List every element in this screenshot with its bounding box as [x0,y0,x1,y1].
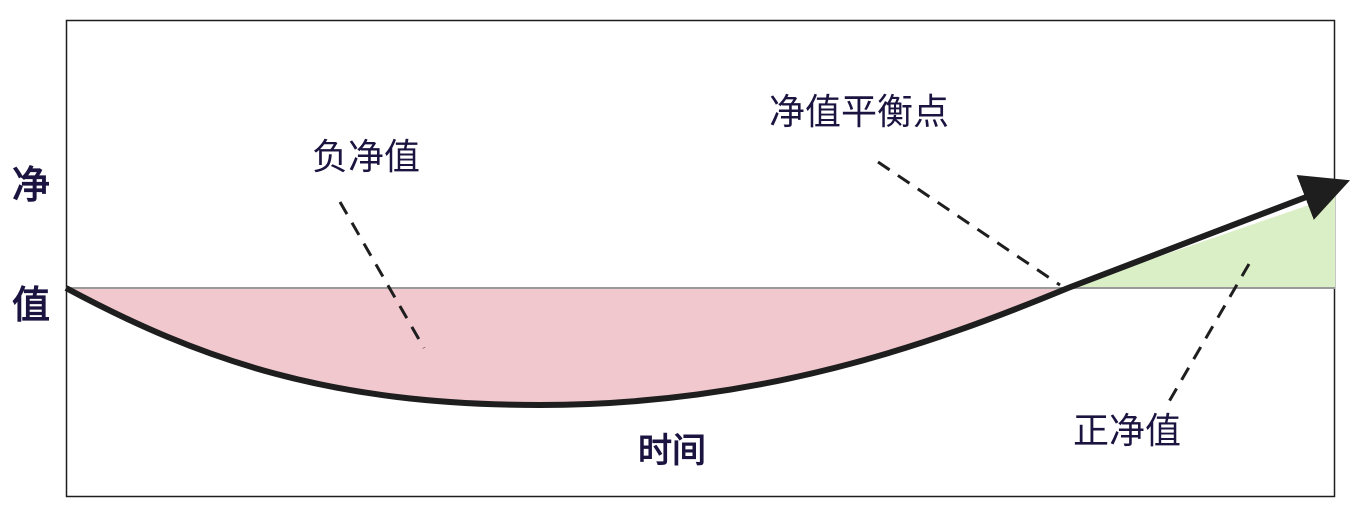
x-axis-label: 时间 [638,431,706,471]
positive-net-value-label: 正净值 [1073,411,1182,452]
breakeven-leader-line [877,160,1061,287]
negative-net-value-label: 负净值 [312,137,421,178]
net-value-curve [64,175,1351,409]
y-axis-label-char-2: 值 [12,283,51,327]
breakeven-point-label: 净值平衡点 [769,92,950,133]
y-axis-label-char-1: 净 [12,163,51,207]
negative-leader-line [338,201,426,349]
positive-leader-line [1165,263,1251,406]
negative-area [66,288,1068,405]
